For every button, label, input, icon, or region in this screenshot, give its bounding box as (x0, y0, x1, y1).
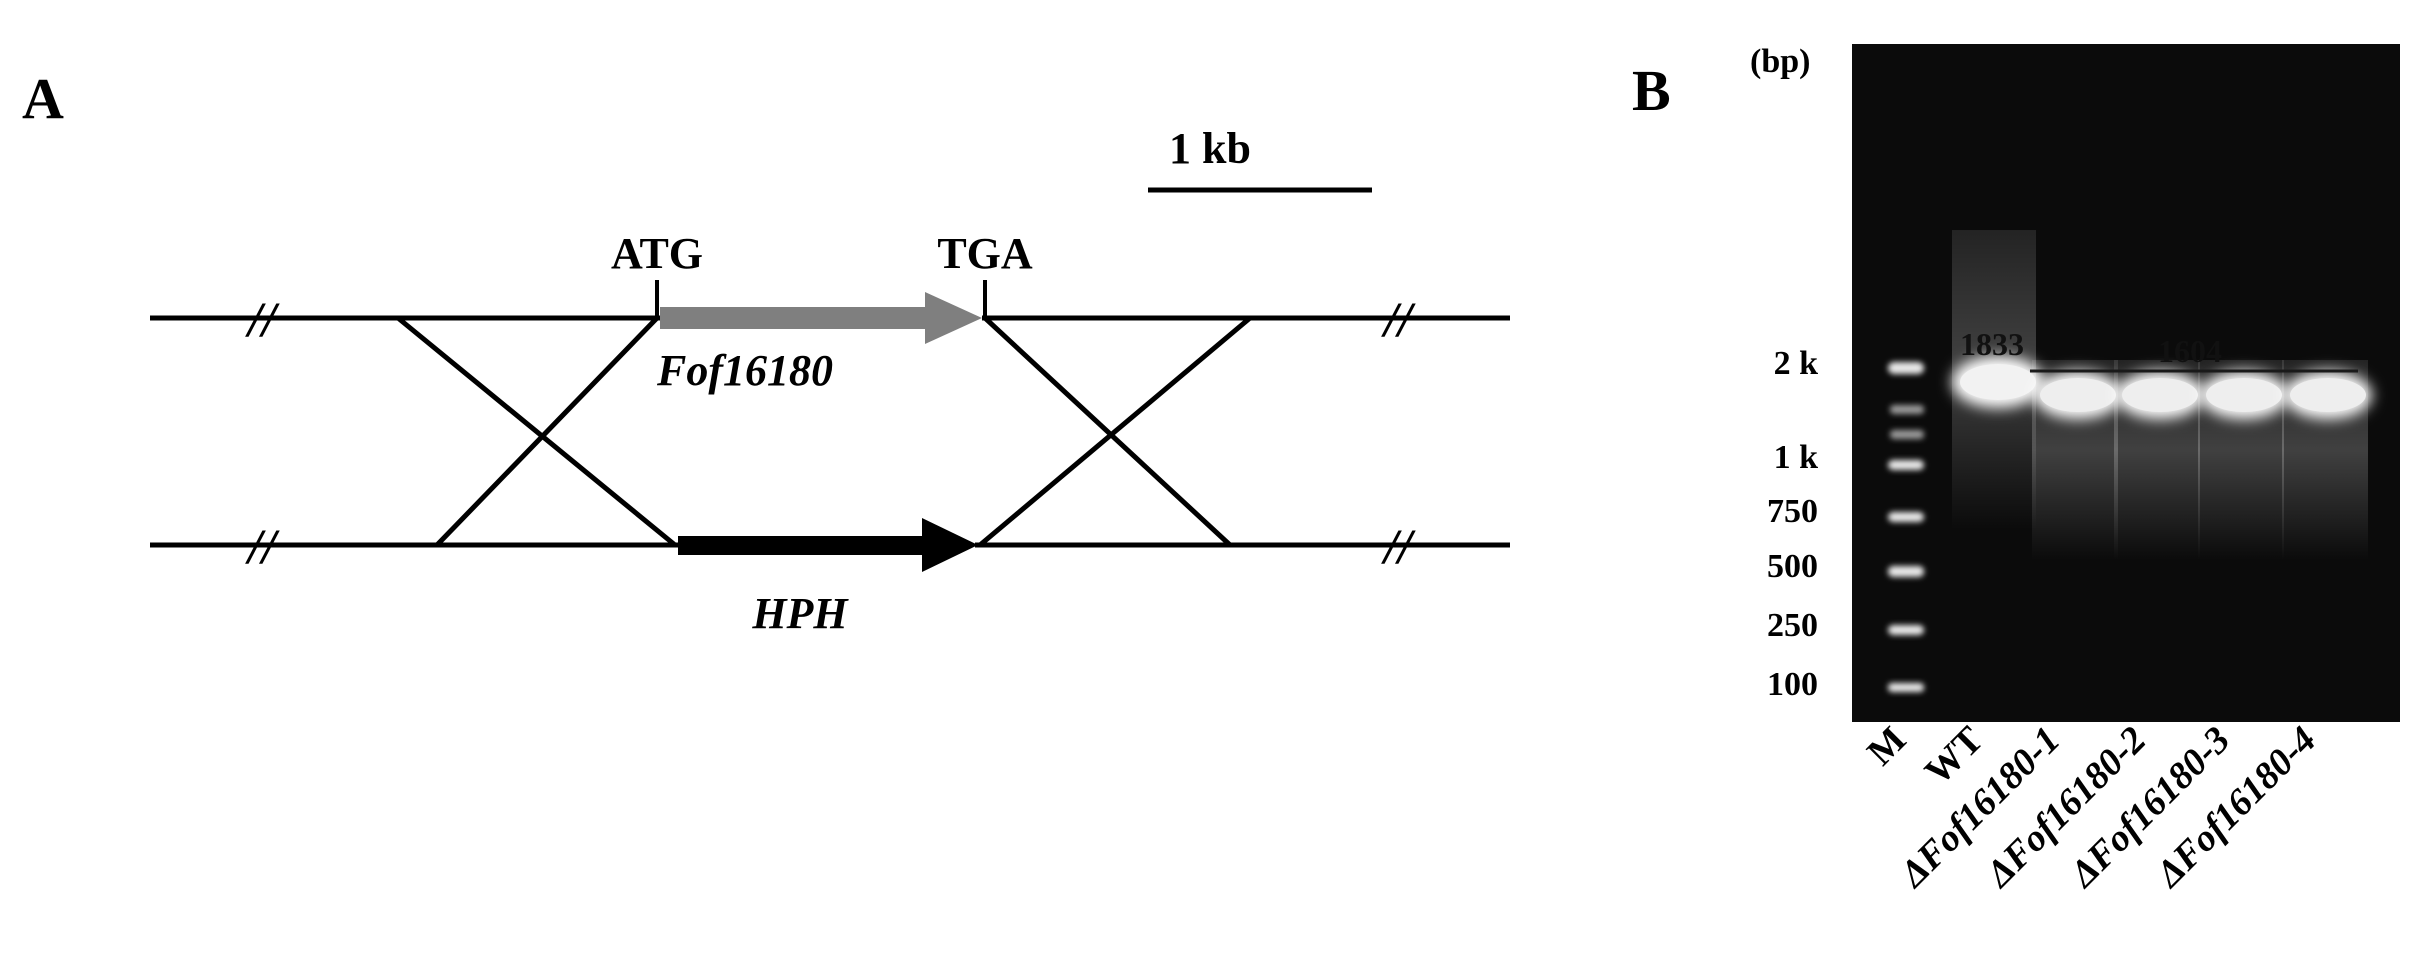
break-mark-icon: // (1380, 518, 1416, 574)
ladder-label: 250 (1767, 607, 1818, 644)
gene-name-label: Fof16180 (656, 346, 833, 395)
ladder-band (1888, 512, 1924, 522)
stop-codon-label: TGA (937, 229, 1033, 278)
recombination-crossovers (396, 316, 1252, 547)
ladder-label: 1 k (1774, 439, 1819, 476)
crossover-line (978, 316, 1252, 547)
crossover-line (396, 316, 677, 547)
ladder-label: 2 k (1774, 345, 1819, 382)
wt-band (1960, 364, 2036, 400)
ladder-band (1888, 566, 1924, 577)
break-mark-icon: // (244, 291, 280, 347)
ladder-label: 750 (1767, 493, 1818, 530)
lane-labels: M WT ΔFof16180-1 ΔFof16180-2 ΔFof16180-3… (1859, 719, 2324, 897)
crossover-line (435, 316, 659, 547)
ko-band (2122, 378, 2198, 412)
ko-band (2290, 378, 2366, 412)
sample-bands (1952, 356, 2372, 419)
ko-band (2040, 378, 2116, 412)
ladder-label: 100 (1767, 666, 1818, 703)
panel-a: A 1 kb ATG TGA Fof16180 // // (22, 66, 1510, 638)
gene-arrow-head (925, 292, 982, 344)
ladder-band (1888, 362, 1924, 374)
ladder-label: 500 (1767, 548, 1818, 585)
ladder-band (1888, 460, 1924, 470)
unit-label: (bp) (1750, 43, 1810, 80)
ladder-band (1890, 405, 1924, 414)
panel-a-label: A (22, 66, 64, 131)
scale-bar: 1 kb (1148, 124, 1372, 193)
break-mark-icon: // (1380, 291, 1416, 347)
gel-image: 1833 1604 (1852, 44, 2400, 722)
wildtype-locus: Fof16180 // // (150, 291, 1510, 395)
marker-arrow-shaft (678, 536, 928, 555)
panel-b: B (bp) 2 k 1 k 750 500 250 100 (1632, 43, 2400, 896)
crossover-line (983, 316, 1232, 547)
start-codon-label: ATG (611, 229, 703, 278)
ladder-bands (1888, 362, 1924, 692)
ladder-labels: 2 k 1 k 750 500 250 100 (1767, 345, 1818, 703)
scale-bar-label: 1 kb (1169, 124, 1251, 173)
ladder-band (1888, 625, 1924, 635)
ko-band (2206, 378, 2282, 412)
ladder-band (1890, 430, 1924, 439)
marker-name-label: HPH (751, 589, 849, 638)
ko-band-size-label: 1604 (2158, 333, 2222, 369)
panel-b-label: B (1632, 58, 1671, 123)
break-mark-icon: // (244, 518, 280, 574)
gene-arrow-shaft (660, 307, 930, 329)
replacement-construct: HPH // // (150, 518, 1510, 638)
ladder-band (1888, 683, 1924, 692)
wt-band-size-label: 1833 (1960, 326, 2024, 362)
lane-label: M (1859, 719, 1914, 774)
marker-arrow-head (922, 518, 978, 572)
